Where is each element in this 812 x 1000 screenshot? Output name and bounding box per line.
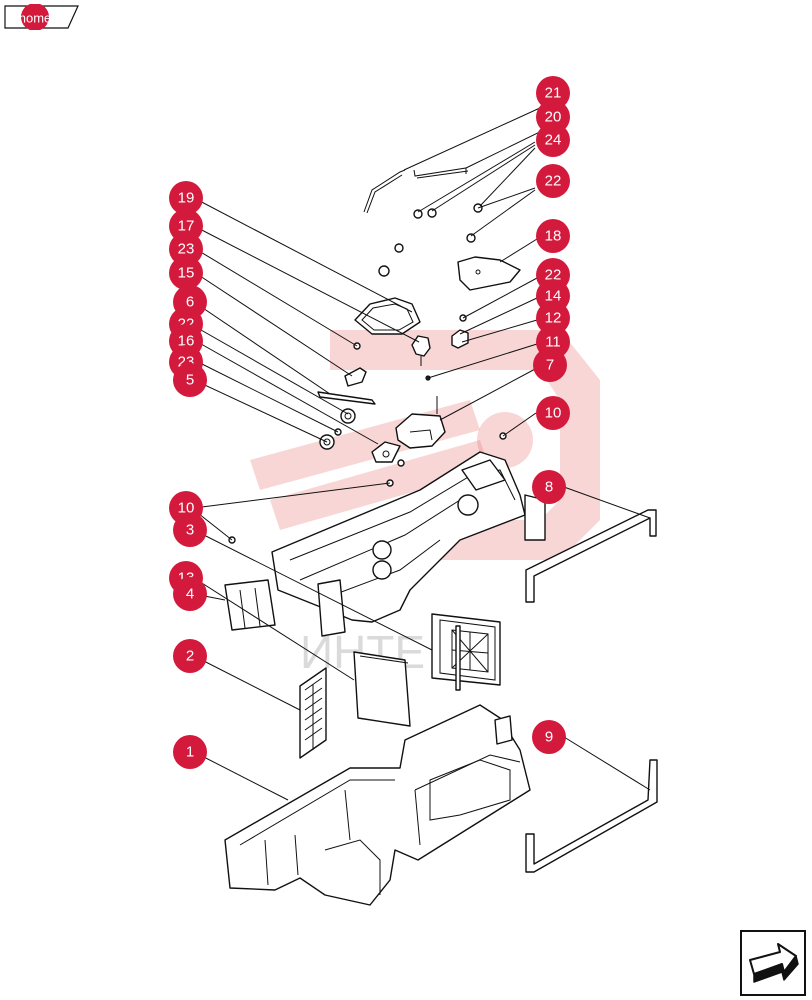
callout-label: 5 xyxy=(186,372,194,389)
callout-label: 20 xyxy=(545,109,562,126)
callout-label: 8 xyxy=(545,479,553,496)
callout-23[interactable]: 23 xyxy=(169,232,203,266)
callout-label: 11 xyxy=(545,334,561,351)
next-page-button[interactable] xyxy=(740,930,806,996)
callout-2[interactable]: 2 xyxy=(173,639,207,673)
callout-21[interactable]: 21 xyxy=(536,76,570,110)
callout-label: 4 xyxy=(186,586,194,603)
home-label: home xyxy=(19,11,52,26)
callout-10[interactable]: 10 xyxy=(536,396,570,430)
home-button[interactable]: home xyxy=(4,4,80,30)
callout-24[interactable]: 24 xyxy=(536,123,570,157)
callout-label: 2 xyxy=(186,648,194,665)
callout-label: 22 xyxy=(545,173,562,190)
callout-label: 14 xyxy=(545,288,562,305)
callout-label: 3 xyxy=(186,522,194,539)
callout-label: 10 xyxy=(545,405,562,422)
callout-label: 6 xyxy=(186,294,194,311)
callout-label: 16 xyxy=(178,333,195,350)
callout-label: 1 xyxy=(186,744,194,761)
callout-label: 23 xyxy=(178,241,195,258)
callout-1[interactable]: 1 xyxy=(173,735,207,769)
arrow-right-icon xyxy=(749,943,799,983)
callout-8[interactable]: 8 xyxy=(532,470,566,504)
callout-label: 21 xyxy=(545,85,562,102)
callout-22[interactable]: 22 xyxy=(536,164,570,198)
callout-label: 10 xyxy=(178,500,195,517)
callout-18[interactable]: 18 xyxy=(536,219,570,253)
callout-12[interactable]: 12 xyxy=(536,301,570,335)
part-plate-19 xyxy=(354,297,421,335)
callout-7[interactable]: 7 xyxy=(533,348,567,382)
callout-label: 24 xyxy=(545,132,562,149)
callout-label: 19 xyxy=(178,190,195,207)
callout-label: 18 xyxy=(545,228,562,245)
part-hose-6 xyxy=(317,391,376,405)
callout-label: 12 xyxy=(545,310,562,327)
part-lower-housing-1 xyxy=(224,704,531,906)
callout-5[interactable]: 5 xyxy=(173,363,207,397)
part-fitting-14 xyxy=(425,329,469,381)
leader-lines xyxy=(193,101,651,801)
callout-3[interactable]: 3 xyxy=(173,513,207,547)
part-seal-8 xyxy=(525,509,657,603)
part-grille-2 xyxy=(299,667,327,759)
part-seal-9 xyxy=(525,759,658,873)
callout-15[interactable]: 15 xyxy=(169,256,203,290)
callout-4[interactable]: 4 xyxy=(173,577,207,611)
callout-label: 17 xyxy=(178,218,195,235)
part-cover-18 xyxy=(457,256,521,291)
part-filter-frame-3 xyxy=(431,613,501,691)
part-fittings-24-22 xyxy=(378,203,483,322)
part-actuator-7 xyxy=(228,396,507,544)
callout-label: 15 xyxy=(178,265,195,282)
callout-label: 7 xyxy=(546,357,554,374)
part-rods-21-20 xyxy=(363,167,469,214)
part-filter-13 xyxy=(353,651,411,727)
home-badge xyxy=(21,4,49,30)
callout-label: 22 xyxy=(545,267,562,284)
callout-9[interactable]: 9 xyxy=(532,720,566,754)
part-upper-housing xyxy=(224,451,546,637)
callout-19[interactable]: 19 xyxy=(169,181,203,215)
callout-label: 9 xyxy=(545,729,553,746)
